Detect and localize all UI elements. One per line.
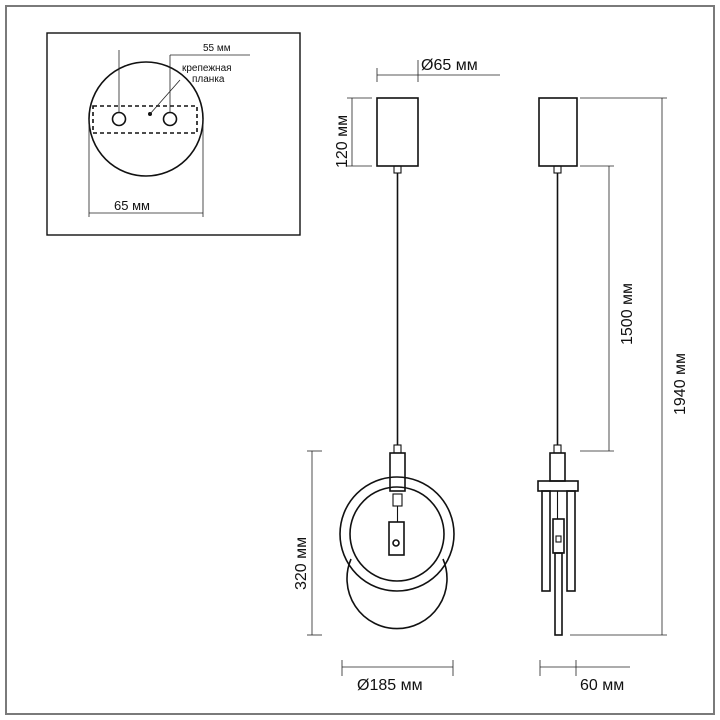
canopy-plate-circle [88,61,204,177]
front-canopy [376,97,419,167]
mounting-hole-left [111,111,127,127]
front-inner-ring [349,486,445,582]
ring-diameter-label: Ø185 мм [357,677,423,694]
outer-frame [5,5,715,715]
side-canopy [538,97,578,167]
side-ring-right-edge [566,490,576,592]
depth-label: 60 мм [580,677,624,694]
cable-length-label: 1500 мм [619,283,636,345]
slot-width-label: 55 мм [203,43,231,54]
side-cable-grip [553,444,562,454]
canopy-height-label: 120 мм [334,115,351,168]
inset-frame [46,32,301,236]
side-view: 1500 мм 1940 мм 60 мм [537,97,689,694]
bracket-label-line2: планка [192,74,225,85]
mounting-hole-right [162,111,178,127]
total-height-label: 1940 мм [672,353,689,415]
canopy-width-label: 65 мм [114,198,150,213]
ring-height-label: 320 мм [293,537,310,590]
side-upper-holder [549,452,566,482]
front-led-knob [392,539,400,547]
side-ring-left-edge [541,490,551,592]
front-small-connector [392,493,403,507]
side-ring-bracket [537,480,579,492]
bracket-leader-line [149,79,181,115]
canopy-diameter-label: Ø65 мм [421,57,478,74]
front-shade-disc [346,558,448,630]
front-upper-holder [389,452,406,492]
front-canopy-collar [393,165,402,174]
mounting-bracket-outline [92,105,198,134]
bracket-label-line1: крепежная [182,63,232,74]
front-cable-grip [393,444,402,454]
side-shade-disc-edge [554,552,563,636]
front-view: Ø65 мм 120 мм 320 мм Ø185 мм [293,57,500,694]
front-outer-ring [339,476,455,592]
canopy-top-view-inset: 55 мм крепежная планка 65 мм [46,32,301,236]
front-led-module [388,521,405,556]
side-led-knob [555,535,562,543]
side-canopy-collar [553,165,562,174]
